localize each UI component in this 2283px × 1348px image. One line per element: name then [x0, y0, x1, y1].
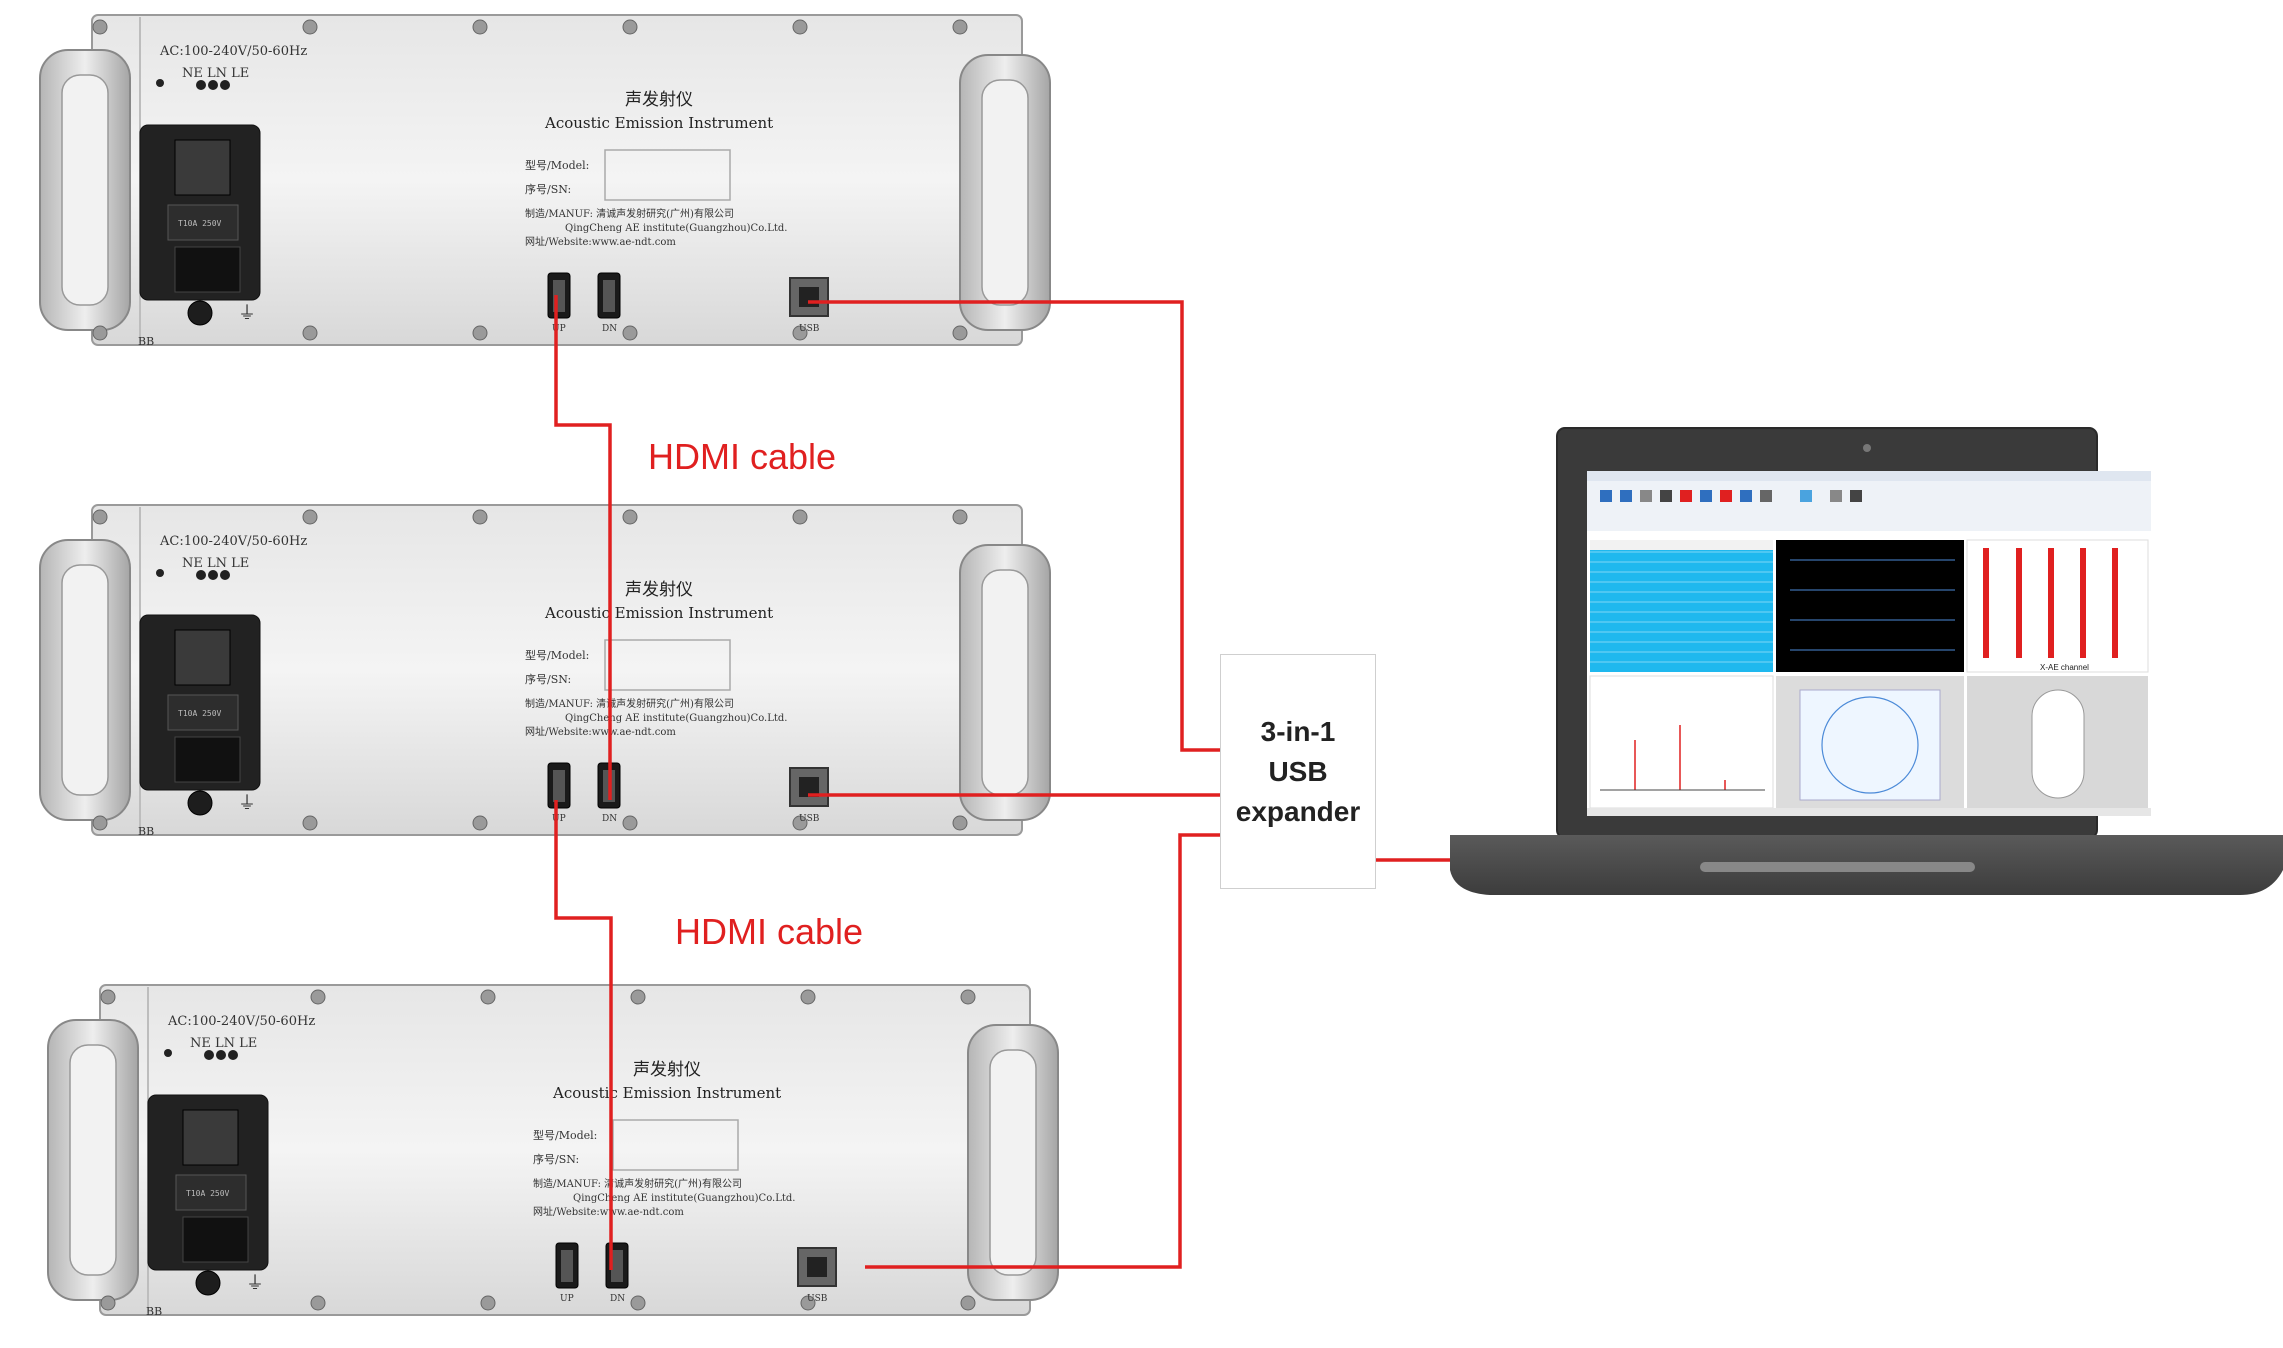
sn-label: 序号/SN:	[533, 1152, 579, 1166]
manufacturer-line-2: QingCheng AE institute(Guangzhou)Co.Ltd.	[565, 223, 787, 234]
instrument-top: AC:100-240V/50-60Hz NE LN LE T10A 250V ⏚…	[39, 14, 1051, 348]
sn-label: 序号/SN:	[525, 182, 571, 196]
port-label-usb: USB	[799, 814, 820, 824]
indicator-dots	[156, 569, 230, 580]
hdmi-cable-1	[554, 295, 612, 800]
fuse-label: T10A 250V	[178, 709, 222, 718]
title-en: Acoustic Emission Instrument	[544, 114, 773, 132]
socket-labels: NE LN LE	[182, 66, 249, 81]
cables	[554, 295, 1455, 1270]
fuse-label: T10A 250V	[186, 1189, 230, 1198]
website-line: 网址/Website:www.ae-ndt.com	[525, 235, 676, 248]
corner-label: BB	[146, 1305, 162, 1318]
power-switch-module: T10A 250V	[147, 1094, 269, 1271]
trackpad-edge	[1700, 862, 1975, 872]
indicator-dots	[156, 79, 230, 90]
chart-axis-label: X-AE channel	[2040, 663, 2089, 672]
corner-label: BB	[138, 825, 154, 838]
port-label-usb: USB	[799, 324, 820, 334]
socket-labels: NE LN LE	[190, 1036, 257, 1051]
model-label: 型号/Model:	[525, 158, 589, 172]
port-label-dn: DN	[602, 324, 617, 334]
power-rating: AC:100-240V/50-60Hz	[159, 534, 307, 549]
panel-screws	[92, 509, 968, 831]
port-label-usb: USB	[807, 1294, 828, 1304]
model-plate	[604, 149, 731, 201]
manufacturer-line-1: 制造/MANUF: 清诚声发射研究(广州)有限公司	[525, 697, 734, 710]
linear-location-panel	[1589, 675, 1774, 809]
port-label-up: UP	[552, 324, 566, 334]
port-label-dn: DN	[610, 1294, 625, 1304]
port-label-up: UP	[560, 1294, 574, 1304]
power-switch[interactable]	[174, 139, 231, 196]
ground-post	[195, 1270, 221, 1296]
usb-cable-1	[808, 300, 1220, 752]
power-inlet	[182, 1216, 249, 1263]
website-line: 网址/Website:www.ae-ndt.com	[533, 1205, 684, 1218]
socket-labels: NE LN LE	[182, 556, 249, 571]
port-label-dn: DN	[602, 814, 617, 824]
website-line: 网址/Website:www.ae-ndt.com	[525, 725, 676, 738]
instrument-middle: AC:100-240V/50-60Hz NE LN LE T10A 250V ⏚…	[39, 504, 1051, 838]
power-switch-module: T10A 250V	[139, 124, 261, 301]
port-label-up: UP	[552, 814, 566, 824]
model-plate	[612, 1119, 739, 1171]
manufacturer-line-1: 制造/MANUF: 清诚声发射研究(广州)有限公司	[525, 207, 734, 220]
ribbon-icons	[1600, 490, 1862, 502]
power-rating: AC:100-240V/50-60Hz	[159, 44, 307, 59]
panel-screws	[100, 989, 976, 1311]
title-cn: 声发射仪	[633, 1060, 701, 1080]
fuse-holder	[167, 694, 239, 731]
title-cn: 声发射仪	[625, 90, 693, 110]
usb-expander-label: 3-in-1 USB expander	[1235, 715, 1361, 827]
title-cn: 声发射仪	[625, 580, 693, 600]
model-label: 型号/Model:	[525, 648, 589, 662]
panel-screws	[92, 19, 968, 341]
usb-cable-3	[865, 833, 1220, 1269]
sn-label: 序号/SN:	[525, 672, 571, 686]
ground-symbol: ⏚	[238, 303, 256, 324]
manufacturer-line-2: QingCheng AE institute(Guangzhou)Co.Ltd.	[573, 1193, 795, 1204]
ground-symbol: ⏚	[238, 793, 256, 814]
ground-post	[187, 300, 213, 326]
power-switch[interactable]	[174, 629, 231, 686]
ground-symbol: ⏚	[246, 1273, 264, 1294]
manufacturer-line-2: QingCheng AE institute(Guangzhou)Co.Ltd.	[565, 713, 787, 724]
power-inlet	[174, 736, 241, 783]
power-switch-module: T10A 250V	[139, 614, 261, 791]
hdmi-cable-2	[554, 800, 613, 1270]
title-en: Acoustic Emission Instrument	[552, 1084, 781, 1102]
status-bar	[1587, 808, 2151, 816]
model-label: 型号/Model:	[533, 1128, 597, 1142]
fuse-holder	[167, 204, 239, 241]
corner-label: BB	[138, 335, 154, 348]
power-switch[interactable]	[182, 1109, 239, 1166]
usb-expander: 3-in-1 USB expander	[1220, 654, 1376, 889]
laptop: X-AE channel	[1450, 427, 2283, 895]
ground-post	[187, 790, 213, 816]
model-plate	[604, 639, 731, 691]
power-rating: AC:100-240V/50-60Hz	[167, 1014, 315, 1029]
fuse-label: T10A 250V	[178, 219, 222, 228]
usb-port	[789, 277, 829, 317]
channel-bars	[1983, 548, 2118, 658]
indicator-dots	[164, 1049, 238, 1060]
hdmi-cable-label-bottom: HDMI cable	[675, 911, 864, 952]
power-inlet	[174, 246, 241, 293]
title-en: Acoustic Emission Instrument	[544, 604, 773, 622]
fuse-holder	[175, 1174, 247, 1211]
manufacturer-line-1: 制造/MANUF: 清诚声发射研究(广州)有限公司	[533, 1177, 742, 1190]
webcam-icon	[1863, 444, 1871, 452]
instrument-bottom: AC:100-240V/50-60Hz NE LN LE T10A 250V ⏚…	[47, 984, 1059, 1318]
channel-bar-chart	[1966, 539, 2149, 673]
hdmi-cable-label-top: HDMI cable	[648, 436, 837, 477]
